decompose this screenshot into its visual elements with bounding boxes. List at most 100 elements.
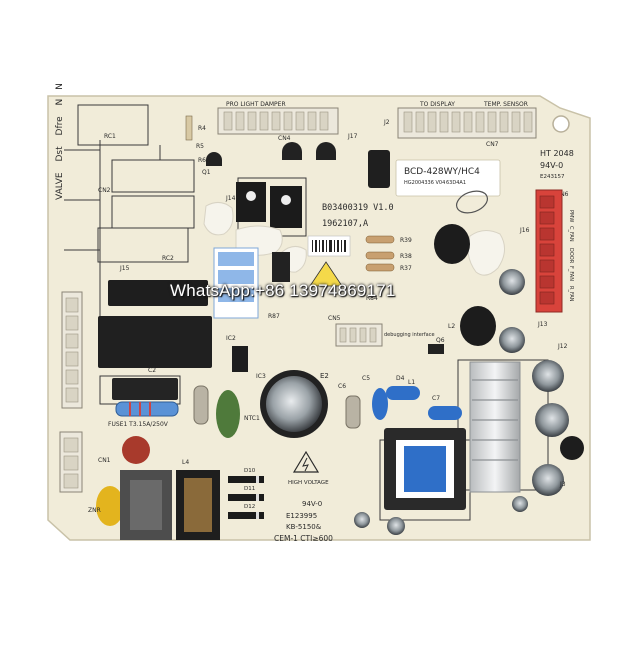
label-c7: C7 (432, 395, 440, 402)
varistor-red (122, 436, 150, 464)
label-e2: E2 (320, 372, 329, 380)
connector-red-fans (535, 189, 563, 313)
cert-2: KB-5150& (286, 523, 322, 531)
material-label: CEM-1 CTI≥600 (274, 534, 333, 543)
diode-d11 (228, 494, 264, 501)
capacitor-black-right (560, 436, 584, 460)
label-q6: Q6 (436, 337, 445, 344)
part-line2: 63D4A1 (446, 180, 466, 186)
label-cn5: CN5 (328, 315, 341, 322)
capacitor-right-3 (532, 360, 564, 392)
filter-coil-left (120, 470, 172, 540)
label-cn7: CN7 (486, 141, 499, 148)
label-d12: D12 (244, 504, 255, 510)
resistor-cluster (365, 235, 395, 272)
connector-cn1 (59, 431, 83, 493)
relay-small (112, 378, 178, 400)
fuse-label: FUSE1 T3.15A/250V (108, 421, 169, 428)
board-code: 1962107,A (322, 219, 368, 229)
inductor-top (434, 224, 470, 264)
diode-d12 (228, 512, 264, 519)
ic-ic3 (232, 346, 248, 372)
label-dst: Dst (55, 146, 65, 162)
label-cn2: CN2 (98, 187, 111, 194)
label-cn1: CN1 (98, 457, 111, 464)
debug-label: debugging interface (384, 332, 435, 338)
capacitor-bottom-1 (387, 517, 405, 535)
label-rc2: RC2 (162, 255, 174, 262)
resistor-grey-mid (345, 395, 361, 429)
label-j16: J16 (519, 227, 530, 234)
relay-upper (108, 280, 208, 306)
mounting-hole (552, 115, 570, 133)
label-r37: R37 (400, 265, 412, 272)
label-c5: C5 (362, 375, 370, 382)
capacitor-right-4 (535, 403, 569, 437)
top-right-rating: 94V-0 (540, 161, 563, 170)
label-door: DOOR (568, 248, 574, 264)
label-r39: R39 (400, 237, 412, 244)
transistor-q1 (206, 152, 222, 166)
label-f-fan: F_FAN (568, 266, 574, 281)
inductor-l2 (460, 306, 496, 346)
label-j15: J15 (119, 265, 130, 272)
ntc-thermistor (216, 390, 240, 438)
filter-coil-right (176, 470, 220, 540)
label-c-fan: C_FAN (568, 226, 574, 242)
inspection-sticker (213, 247, 259, 319)
label-r4: R4 (198, 125, 206, 132)
resistor-grey (193, 385, 209, 425)
label-j17: J17 (347, 133, 358, 140)
label-l4: L4 (182, 459, 189, 466)
capacitor-e2 (260, 370, 328, 438)
label-ic2: IC2 (226, 335, 236, 342)
label-n1: N (55, 99, 65, 106)
capacitor-small-bottom (512, 496, 528, 512)
label-r84: R84 (366, 295, 378, 302)
label-temp-sensor: TEMP. SENSOR (483, 101, 528, 108)
esd-warning-icon (309, 261, 343, 287)
part-line1: HG2004336 V04 (404, 180, 445, 186)
connector-display-sensor (397, 107, 537, 139)
power-device-right (270, 186, 302, 228)
label-r5: R5 (196, 143, 204, 150)
capacitor-right-5 (532, 464, 564, 496)
cert-1: E123995 (286, 512, 317, 520)
capacitor-black-top (368, 150, 390, 188)
label-l2: L2 (448, 323, 455, 330)
high-voltage-icon (292, 450, 320, 473)
label-valve: VALVE (55, 172, 65, 200)
label-j13: J13 (537, 321, 548, 328)
barcode-sticker (307, 235, 351, 257)
fan-labels: PMW C_FAN DOOR F_FAN R_FAN (568, 210, 574, 302)
label-j3: J3 (559, 481, 566, 488)
label-d10: D10 (244, 468, 256, 474)
capacitor-blue-1 (372, 388, 388, 420)
label-pro-light-damper: PRO LIGHT DAMPER (226, 101, 286, 108)
label-r-fan: R_FAN (568, 286, 574, 302)
glue-blob-right (467, 230, 505, 276)
resistor-r4 (185, 115, 193, 141)
transformer (384, 428, 466, 510)
connector-pro-light-damper (217, 107, 339, 135)
label-ntc1: NTC1 (244, 415, 260, 422)
capacitor-bottom-2 (354, 512, 370, 528)
connector-left-main (61, 291, 83, 409)
label-to-display: TO DISPLAY (419, 101, 455, 108)
qc-stamp (455, 190, 489, 214)
label-l1: L1 (408, 379, 415, 386)
label-d11: D11 (244, 486, 255, 492)
power-device-left (236, 182, 266, 222)
transistor-right (316, 142, 336, 160)
relay-main (98, 316, 212, 368)
label-n2: N (55, 83, 65, 90)
label-r87: R87 (268, 313, 280, 320)
capacitor-right-1 (499, 269, 525, 295)
label-rc1: RC1 (104, 133, 116, 140)
transistor-left (282, 142, 302, 160)
capacitor-black-mid (272, 252, 290, 282)
fuse (115, 401, 179, 417)
label-pmw: PMW (568, 210, 574, 222)
transistor-q6 (428, 344, 444, 354)
